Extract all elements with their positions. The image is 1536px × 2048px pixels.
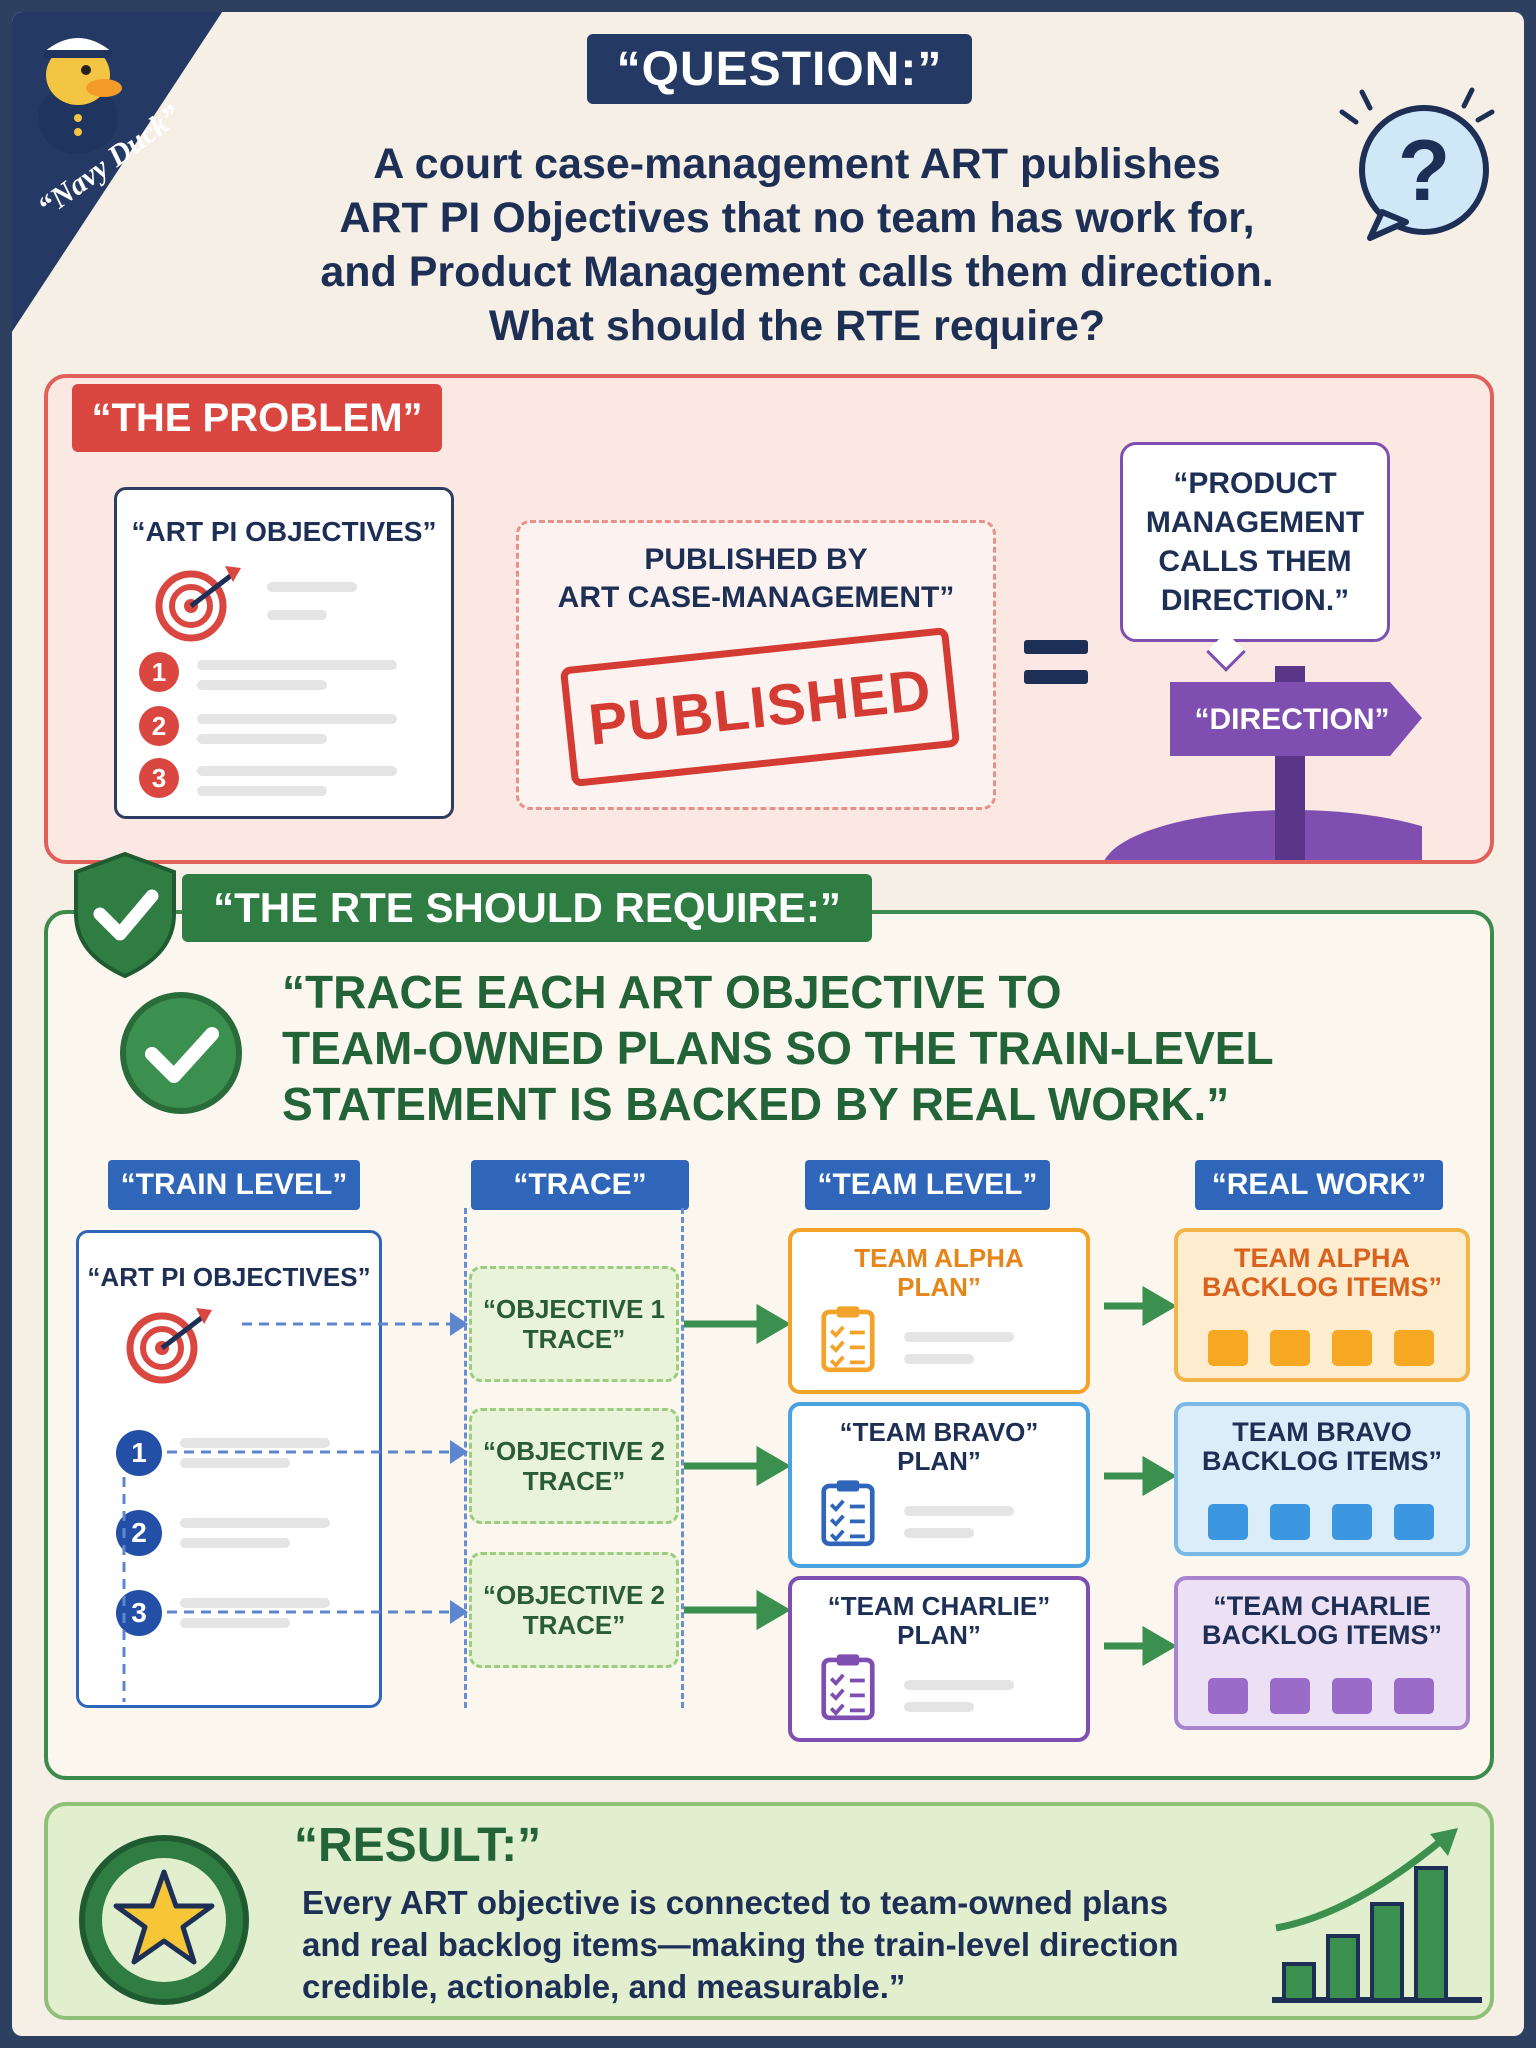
question-text: A court case-management ART publishes AR… <box>320 140 1274 350</box>
backlog-item <box>1332 1678 1372 1714</box>
target-icon <box>126 1308 212 1384</box>
star-icon <box>79 1835 249 2005</box>
objective-number: 1 <box>116 1430 162 1476</box>
clipboard-icon <box>821 1306 875 1373</box>
backlog-item <box>1270 1330 1310 1366</box>
team-alpha-plan-title: TEAM ALPHA PLAN” <box>854 1243 1024 1302</box>
placeholder-line <box>267 610 327 620</box>
backlog-item <box>1394 1330 1434 1366</box>
placeholder-line <box>904 1528 974 1538</box>
result-title: “RESULT:” <box>294 1819 542 1872</box>
trace-box-3: “OBJECTIVE 2 TRACE” <box>469 1552 679 1668</box>
column-team-level: “TEAM LEVEL” <box>805 1160 1050 1210</box>
train-card-title: “ART PI OBJECTIVES” <box>87 1262 371 1292</box>
equals-sign <box>1024 640 1088 654</box>
placeholder-line <box>197 734 327 744</box>
placeholder-line <box>197 786 327 796</box>
backlog-item <box>1332 1330 1372 1366</box>
target-icon <box>155 566 241 642</box>
trace-box-1: “OBJECTIVE 1 TRACE” <box>469 1266 679 1382</box>
team-charlie-backlog-title: “TEAM CHARLIE BACKLOG ITEMS” <box>1202 1591 1442 1650</box>
require-statement: “TRACE EACH ART OBJECTIVE TO TEAM-OWNED … <box>282 966 1274 1130</box>
published-box <box>516 520 996 810</box>
placeholder-line <box>904 1506 1014 1516</box>
placeholder-line <box>267 582 357 592</box>
placeholder-line <box>197 766 397 776</box>
placeholder-line <box>904 1702 974 1712</box>
objective-number: 2 <box>116 1510 162 1556</box>
infographic-page: “Navy Duck” “QUESTION:” A court case-man… <box>12 12 1524 2036</box>
backlog-item <box>1208 1504 1248 1540</box>
placeholder-line <box>197 680 327 690</box>
backlog-item <box>1332 1504 1372 1540</box>
check-circle-icon <box>120 992 242 1114</box>
placeholder-line <box>180 1458 290 1468</box>
result-panel <box>44 1802 1494 2020</box>
trace-box-2: “OBJECTIVE 2 TRACE” <box>469 1408 679 1524</box>
placeholder-line <box>197 714 397 724</box>
growth-chart-icon <box>1272 1828 1482 2003</box>
backlog-item <box>1208 1678 1248 1714</box>
objective-number: 3 <box>139 758 179 798</box>
shield-check-icon <box>74 851 176 979</box>
team-charlie-plan-card: “TEAM CHARLIE” PLAN” <box>788 1576 1090 1742</box>
duck-mascot-icon <box>38 38 122 154</box>
backlog-item <box>1394 1504 1434 1540</box>
require-title: “THE RTE SHOULD REQUIRE:” <box>182 874 872 942</box>
column-trace: “TRACE” <box>471 1160 689 1210</box>
team-alpha-backlog-title: TEAM ALPHA BACKLOG ITEMS” <box>1202 1243 1442 1302</box>
equals-sign <box>1024 670 1088 684</box>
team-bravo-plan-title: “TEAM BRAVO” PLAN” <box>839 1417 1039 1476</box>
svg-text:?: ? <box>1398 123 1451 219</box>
objective-number: 2 <box>139 706 179 746</box>
backlog-item <box>1270 1504 1310 1540</box>
clipboard-icon <box>821 1480 875 1547</box>
team-bravo-backlog-card: TEAM BRAVO BACKLOG ITEMS” <box>1174 1402 1470 1556</box>
placeholder-line <box>180 1518 330 1528</box>
objectives-card-title: “ART PI OBJECTIVES” <box>131 516 437 547</box>
placeholder-line <box>180 1598 330 1608</box>
placeholder-line <box>904 1332 1014 1342</box>
direction-sign-label: “DIRECTION” <box>1194 703 1390 736</box>
placeholder-line <box>180 1618 290 1628</box>
brand-corner <box>12 12 223 332</box>
placeholder-line <box>180 1438 330 1448</box>
objective-number: 1 <box>139 652 179 692</box>
placeholder-line <box>904 1680 1014 1690</box>
question-title: “QUESTION:” <box>587 34 972 104</box>
team-charlie-plan-title: “TEAM CHARLIE” PLAN” <box>827 1591 1051 1650</box>
team-alpha-plan-card: TEAM ALPHA PLAN” <box>788 1228 1090 1394</box>
team-bravo-plan-card: “TEAM BRAVO” PLAN” <box>788 1402 1090 1568</box>
team-alpha-backlog-card: TEAM ALPHA BACKLOG ITEMS” <box>1174 1228 1470 1382</box>
clipboard-icon <box>821 1654 875 1721</box>
backlog-item <box>1394 1678 1434 1714</box>
question-bubble-icon: ? <box>1339 87 1495 241</box>
problem-objectives-card: “ART PI OBJECTIVES” 1 2 3 <box>114 487 454 819</box>
published-caption: PUBLISHED BY ART CASE-MANAGEMENT” <box>557 543 955 614</box>
column-train-level: “TRAIN LEVEL” <box>108 1160 360 1210</box>
direction-sign-icon <box>1104 666 1422 860</box>
backlog-item <box>1270 1678 1310 1714</box>
placeholder-line <box>180 1538 290 1548</box>
placeholder-line <box>904 1354 974 1364</box>
backlog-item <box>1208 1330 1248 1366</box>
column-real-work: “REAL WORK” <box>1195 1160 1443 1210</box>
problem-title: “THE PROBLEM” <box>72 384 442 452</box>
team-bravo-backlog-title: TEAM BRAVO BACKLOG ITEMS” <box>1202 1417 1442 1476</box>
objective-number: 3 <box>116 1590 162 1636</box>
pm-speech-bubble: “PRODUCT MANAGEMENT CALLS THEM DIRECTION… <box>1120 442 1390 642</box>
team-charlie-backlog-card: “TEAM CHARLIE BACKLOG ITEMS” <box>1174 1576 1470 1730</box>
placeholder-line <box>197 660 397 670</box>
result-text: Every ART objective is connected to team… <box>302 1884 1179 2005</box>
